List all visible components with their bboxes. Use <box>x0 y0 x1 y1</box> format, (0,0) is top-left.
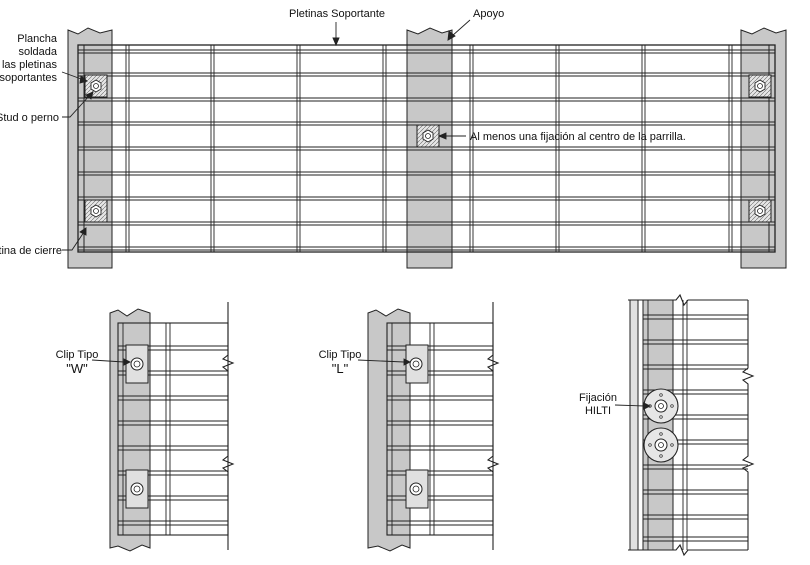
label-plancha-1: Plancha <box>17 33 58 45</box>
label-hilti-2: HILTI <box>585 405 611 417</box>
left-support <box>67 27 113 269</box>
bars-hilti <box>643 314 748 542</box>
break-line-hilti <box>741 300 755 550</box>
clip-l-lower <box>405 469 429 509</box>
leader-clip-w <box>91 358 132 366</box>
break-top-hilti <box>628 293 748 307</box>
stud-plate-top-right <box>748 74 772 98</box>
support-hilti <box>642 299 674 551</box>
support-hilti-plate <box>629 299 639 551</box>
right-support <box>740 27 787 269</box>
stud-plate-top-left <box>84 74 108 98</box>
label-plancha-2: soldada <box>18 46 57 58</box>
stud-plate-bottom-left <box>84 199 108 223</box>
detail-clip-l: Clip Tipo "L" <box>319 302 500 552</box>
label-clip-w-1: Clip Tipo <box>56 349 99 361</box>
top-plan-view: Pletinas Soportante Apoyo Plancha soldad… <box>0 8 787 269</box>
stud-plate-center <box>416 124 440 148</box>
stud-plate-bottom-right <box>748 199 772 223</box>
clip-w-upper <box>125 344 149 384</box>
label-clip-l-2: "L" <box>332 361 349 376</box>
label-clip-l-1: Clip Tipo <box>319 349 362 361</box>
hilti-disc-lower <box>643 427 679 463</box>
clip-l-upper <box>405 344 429 384</box>
label-apoyo: Apoyo <box>473 8 504 20</box>
label-pletinas-soportante: Pletinas Soportante <box>289 8 385 20</box>
leader-hilti <box>614 402 652 410</box>
support-l <box>367 308 411 552</box>
center-support <box>406 27 453 269</box>
label-hilti-1: Fijación <box>579 392 617 404</box>
bars-l <box>387 345 493 526</box>
clip-w-lower <box>125 469 149 509</box>
label-plancha-4: soportantes <box>0 72 57 84</box>
label-clip-w-2: "W" <box>66 361 88 376</box>
detail-clip-w: Clip Tipo "W" <box>56 302 235 552</box>
hilti-disc-upper <box>643 388 679 424</box>
cross-bars <box>125 45 733 252</box>
label-pletina-cierre: Pletina de cierre <box>0 245 62 257</box>
leaders-top <box>61 19 471 251</box>
leader-clip-l <box>357 358 412 366</box>
grating-frame <box>77 44 776 253</box>
break-bottom-hilti <box>628 543 748 557</box>
bearing-bars <box>78 49 775 251</box>
label-fijacion-centro: Al menos una fijación al centro de la pa… <box>470 131 686 143</box>
break-line-l <box>486 302 500 550</box>
break-line-w <box>221 302 235 550</box>
detail-hilti: Fijación HILTI <box>579 293 755 557</box>
label-plancha-3: a las pletinas <box>0 59 57 71</box>
label-stud: Stud o perno <box>0 112 59 124</box>
